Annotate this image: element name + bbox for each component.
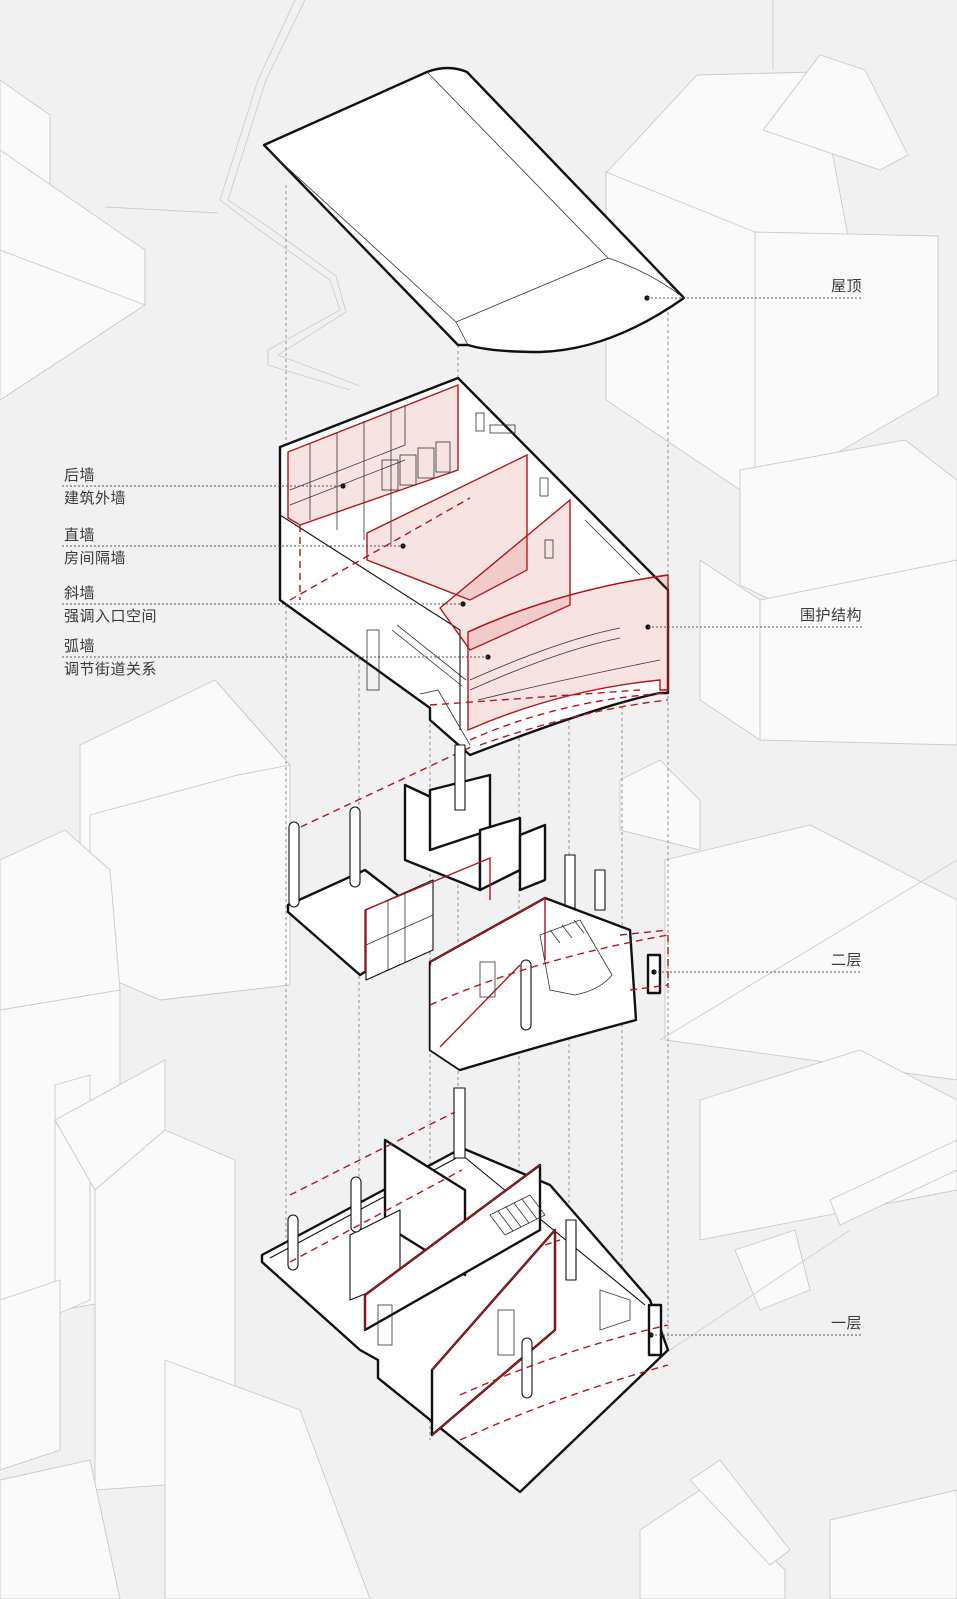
first-floor-volume — [260, 1087, 670, 1494]
rear-wall-title: 后墙 — [64, 466, 96, 484]
roof-volume — [262, 66, 686, 354]
label-roof: 屋顶 — [830, 277, 862, 295]
straight-wall-panel — [366, 453, 528, 601]
slanted-wall-subtitle: 强调入口空间 — [64, 607, 158, 625]
straight-wall-subtitle: 房间隔墙 — [64, 549, 127, 567]
label-envelope: 围护结构 — [799, 606, 862, 624]
envelope-volume — [278, 376, 670, 757]
leader-lines — [62, 297, 862, 1336]
label-second-floor: 二层 — [830, 951, 862, 969]
second-floor-volume — [286, 744, 669, 1072]
slanted-wall-title: 斜墙 — [64, 584, 96, 602]
straight-wall-title: 直墙 — [64, 526, 96, 544]
curved-wall-title: 弧墙 — [64, 637, 96, 655]
rear-wall-panel — [287, 383, 459, 526]
curved-wall-subtitle: 调节街道关系 — [64, 660, 158, 678]
slanted-wall-panel — [439, 498, 571, 651]
rear-wall-subtitle: 建筑外墙 — [64, 489, 127, 507]
label-first-floor: 一层 — [830, 1314, 862, 1332]
